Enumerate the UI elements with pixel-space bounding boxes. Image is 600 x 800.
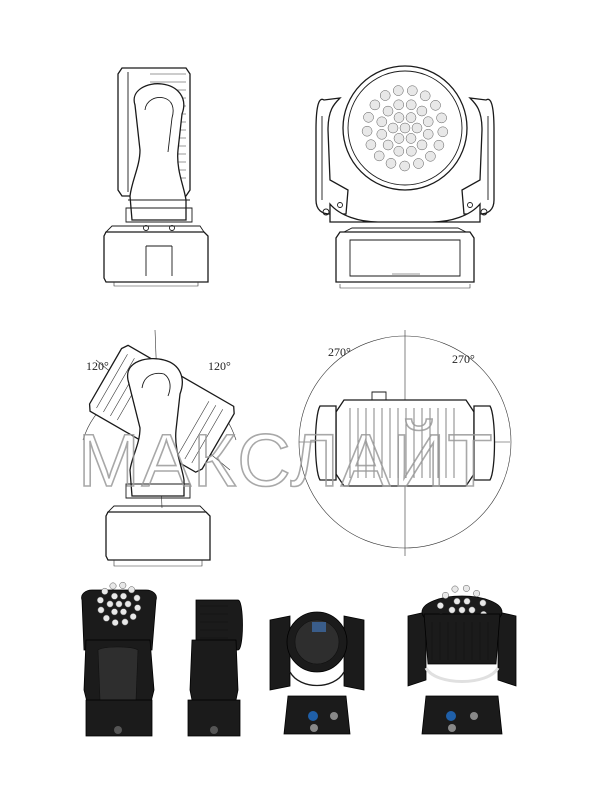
led-lens (416, 139, 428, 151)
led-lens (115, 600, 123, 608)
led-lens (376, 116, 388, 128)
led-lens (422, 116, 434, 127)
led-lens (382, 105, 394, 117)
led-lens (382, 139, 394, 151)
led-lens (128, 586, 136, 594)
led-lens (133, 594, 141, 602)
photo-back (81, 581, 157, 737)
led-lens (102, 614, 110, 622)
tilt-range-drawing: 120° 120° (82, 329, 237, 567)
led-lens (451, 585, 459, 593)
led-lens (416, 105, 428, 117)
led-lens (120, 592, 127, 600)
photo-front-angle (407, 584, 517, 735)
display-screen-graphic (312, 622, 326, 632)
led-lens (387, 122, 399, 134)
pan-range-drawing: 270° 270° (298, 330, 512, 556)
led-lens (129, 613, 137, 621)
led-lens (385, 158, 397, 169)
led-lens (109, 582, 117, 590)
led-lens (436, 112, 447, 124)
led-lens (463, 597, 471, 605)
front-view-drawing (315, 65, 495, 289)
led-lens (369, 99, 381, 111)
led-lens (442, 591, 449, 599)
led-lens (433, 139, 445, 151)
led-lens (458, 606, 466, 614)
led-lens (393, 145, 405, 157)
led-lens (101, 587, 109, 595)
tilt-right-angle-label: 120° (208, 359, 231, 373)
led-lens (106, 600, 114, 608)
front-led-array (361, 85, 449, 172)
tilt-left-angle-label: 120° (86, 359, 109, 373)
led-lens (405, 133, 417, 144)
led-lens (393, 133, 405, 144)
pan-right-angle-label: 270° (452, 352, 475, 366)
led-lens (422, 128, 434, 140)
led-lens (361, 125, 373, 137)
led-lens (379, 90, 391, 101)
led-lens (411, 122, 423, 134)
led-lens (365, 139, 377, 150)
led-lens (393, 85, 404, 96)
led-lens (121, 618, 129, 626)
photo-rear (269, 611, 365, 735)
watermark-text: МАКСЛАЙТ (78, 419, 495, 502)
led-lens (430, 100, 441, 111)
led-lens (120, 608, 127, 616)
led-lens (448, 606, 456, 614)
led-lens (393, 99, 404, 111)
led-lens (405, 99, 417, 111)
led-lens (119, 581, 127, 589)
led-lens (406, 145, 417, 157)
pan-left-angle-label: 270° (328, 345, 351, 359)
power-in-connector (308, 711, 318, 721)
led-lens (453, 597, 461, 605)
led-lens (111, 619, 119, 627)
led-lens (405, 112, 417, 123)
led-lens (468, 606, 476, 614)
led-lens (363, 112, 374, 123)
led-lens (393, 112, 405, 123)
led-lens (437, 126, 449, 138)
led-lens (124, 600, 132, 608)
led-lens (419, 90, 431, 102)
side-view-drawing (103, 67, 209, 287)
led-lens (97, 606, 105, 614)
led-lens (399, 160, 410, 172)
led-lens (376, 129, 388, 140)
led-lens (425, 151, 436, 162)
led-lens (473, 590, 481, 597)
led-lens (96, 596, 104, 604)
led-lens (111, 608, 118, 616)
led-lens (399, 122, 411, 134)
led-lens (413, 158, 424, 169)
led-lens (373, 150, 385, 162)
led-lens (134, 604, 142, 612)
led-lens (462, 584, 470, 592)
led-lens (479, 599, 487, 607)
photo-back-led-array (96, 581, 142, 627)
led-lens (436, 602, 444, 610)
led-lens (111, 592, 118, 600)
photo-side (187, 599, 243, 737)
led-lens (407, 85, 418, 96)
